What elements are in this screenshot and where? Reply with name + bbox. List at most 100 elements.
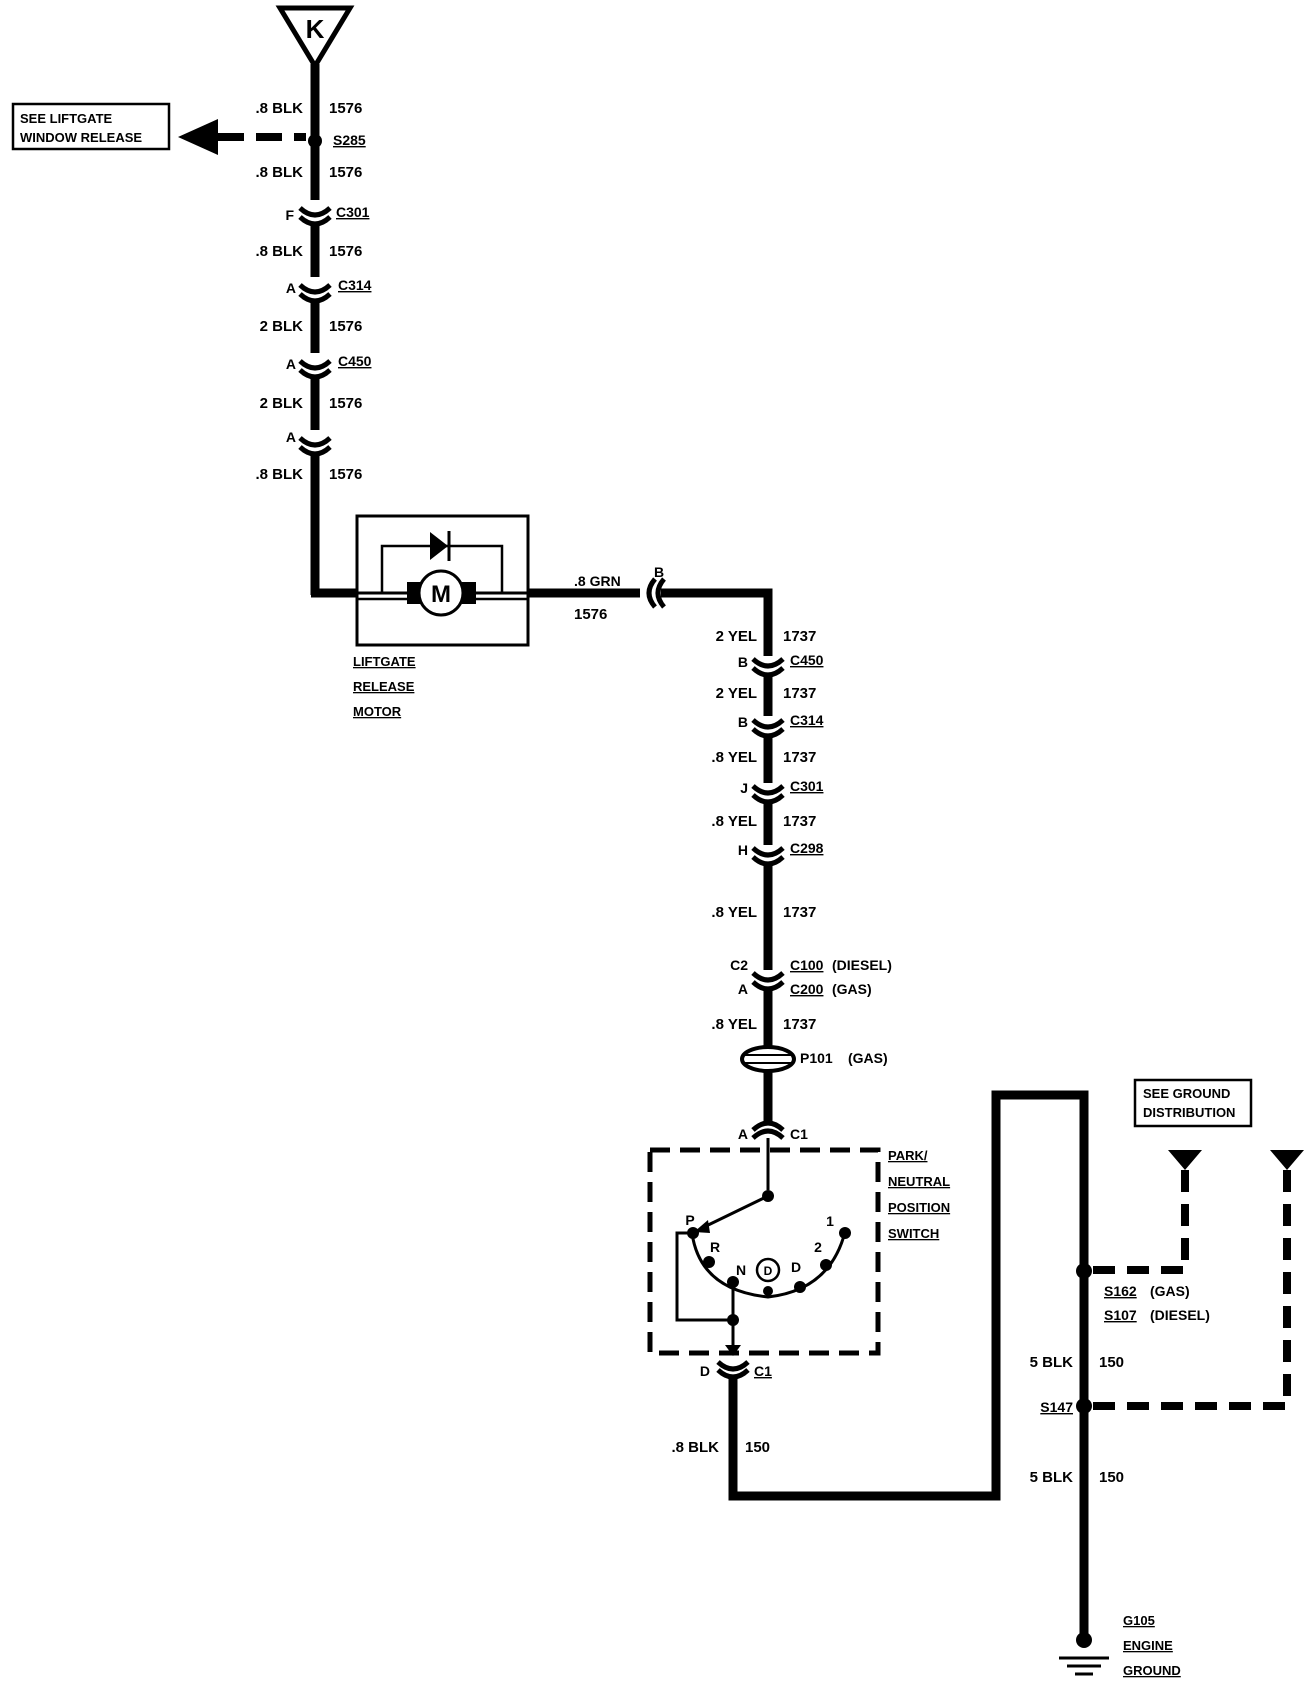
grn-wire-gauge: .8 GRN xyxy=(574,573,621,589)
switch-top-pin: A xyxy=(738,1126,748,1142)
switch-pos-1: 1 xyxy=(826,1213,834,1229)
switch-bottom-connector: C1 xyxy=(754,1363,772,1379)
upper-wire-gauge: .8 BLK xyxy=(255,164,303,181)
connector-pin: A xyxy=(286,429,296,445)
connector-pin: B xyxy=(738,714,748,730)
motor-icon xyxy=(417,569,465,617)
switch-pos-p: P xyxy=(685,1212,694,1228)
switch-bottom-pin: D xyxy=(700,1363,710,1379)
c200-pin: A xyxy=(738,981,748,997)
connector-name: C450 xyxy=(790,652,824,668)
ground-wire-gauge: 5 BLK xyxy=(1030,1354,1074,1371)
upper-blk-wire xyxy=(310,64,358,598)
terminal-k-label: K xyxy=(306,14,325,44)
c200-note: (GAS) xyxy=(832,981,872,997)
g105-line2: ENGINE xyxy=(1123,1638,1173,1653)
upper-wire-gauge: .8 BLK xyxy=(255,100,303,117)
p101-name: P101 xyxy=(800,1050,833,1066)
connector-pin: H xyxy=(738,842,748,858)
terminal-k-symbol: K xyxy=(275,5,355,71)
switch-pos-n: N xyxy=(736,1262,746,1278)
c100-pin: C2 xyxy=(730,957,748,973)
yel-wire-circuit: 1737 xyxy=(783,749,816,766)
liftgate-release-motor: M LIFTGATE RELEASE MOTOR xyxy=(353,514,530,719)
upper-wire-circuit: 1576 xyxy=(329,466,362,483)
s162-name: S162 xyxy=(1104,1283,1137,1299)
grn-wire-pin: B xyxy=(654,564,664,580)
upper-connector-arcs xyxy=(298,206,332,457)
yel-wire-gauge: .8 YEL xyxy=(711,813,757,830)
upper-wire-circuit: 1576 xyxy=(329,100,362,117)
yel-wire-gauge: .8 YEL xyxy=(711,904,757,921)
see-ground-line1: SEE GROUND xyxy=(1143,1086,1230,1101)
connector-pin: A xyxy=(286,356,296,372)
c200-name: C200 xyxy=(790,981,824,997)
yel-wire-gauge: .8 YEL xyxy=(711,749,757,766)
connector-name: C301 xyxy=(336,204,370,220)
see-liftgate-line2: WINDOW RELEASE xyxy=(20,130,142,145)
s107-name: S107 xyxy=(1104,1307,1137,1323)
upper-wire-circuit: 1576 xyxy=(329,395,362,412)
yel-wire-circuit: 1737 xyxy=(783,813,816,830)
switch-contact-1 xyxy=(839,1227,851,1239)
upper-wire-labels: .8 BLK 1576 .8 BLK 1576 F C301 .8 BLK 15… xyxy=(255,100,371,483)
g105-line3: GROUND xyxy=(1123,1663,1181,1678)
ground-labels: S162 (GAS) S107 (DIESEL) 5 BLK 150 S147 … xyxy=(1030,1283,1210,1486)
diode-icon xyxy=(430,532,448,560)
yel-wire-circuit: 1737 xyxy=(783,628,816,645)
yel-wire-circuit: 1737 xyxy=(783,904,816,921)
branch-arrow-icon xyxy=(1270,1150,1304,1170)
branch-arrow-icon xyxy=(1168,1150,1202,1170)
see-liftgate-box: SEE LIFTGATE WINDOW RELEASE xyxy=(11,102,171,151)
lower-blk-wire: .8 BLK 150 xyxy=(671,1090,1089,1640)
switch-contact-d xyxy=(794,1281,806,1293)
switch-pos-r: R xyxy=(710,1239,720,1255)
upper-wire-gauge: .8 BLK xyxy=(255,243,303,260)
motor-symbol: M xyxy=(431,581,451,608)
switch-pos-2: 2 xyxy=(814,1239,822,1255)
grn-wire: .8 GRN 1576 B xyxy=(528,564,773,640)
switch-label-line3: POSITION xyxy=(888,1200,950,1215)
connector-pin: A xyxy=(286,280,296,296)
s147-name: S147 xyxy=(1040,1399,1073,1415)
switch-top-connector: C1 xyxy=(790,1126,808,1142)
s107-note: (DIESEL) xyxy=(1150,1307,1210,1323)
switch-label-line2: NEUTRAL xyxy=(888,1174,950,1189)
switch-contact-2 xyxy=(820,1259,832,1271)
upper-wire-circuit: 1576 xyxy=(329,243,362,260)
switch-od-symbol: D xyxy=(764,1264,773,1278)
connector-pin: F xyxy=(285,207,294,223)
connector-name: C314 xyxy=(790,712,824,728)
motor-label-line2: RELEASE xyxy=(353,679,415,694)
yel-wire-gauge: 2 YEL xyxy=(716,685,757,702)
switch-pos-d: D xyxy=(791,1259,801,1275)
s285-label: S285 xyxy=(333,132,366,148)
ground-g105: G105 ENGINE GROUND xyxy=(1059,1613,1181,1678)
switch-label-line1: PARK/ xyxy=(888,1148,928,1163)
upper-wire-gauge: 2 BLK xyxy=(260,395,304,412)
splice-s147-dot xyxy=(1076,1398,1092,1414)
motor-label-line3: MOTOR xyxy=(353,704,402,719)
switch-label-line4: SWITCH xyxy=(888,1226,939,1241)
g105-name: G105 xyxy=(1123,1613,1155,1628)
connector-name: C314 xyxy=(338,277,372,293)
connector-name: C301 xyxy=(790,778,824,794)
yel-connector-arcs xyxy=(751,657,785,992)
upper-wire-circuit: 1576 xyxy=(329,318,362,335)
yel-wire-labels: 2 YEL 1737 B C450 2 YEL 1737 B C314 .8 Y… xyxy=(711,628,891,1033)
motor-label-line1: LIFTGATE xyxy=(353,654,416,669)
see-ground-box: SEE GROUND DISTRIBUTION xyxy=(1133,1078,1253,1128)
connector-name: C298 xyxy=(790,840,824,856)
connector-name: C450 xyxy=(338,353,372,369)
ground-branches xyxy=(1076,1150,1304,1414)
ground-wire-circuit: 150 xyxy=(1099,1469,1124,1486)
ground-wire-circuit: 150 xyxy=(1099,1354,1124,1371)
splice-s285: S285 xyxy=(178,119,366,155)
grn-wire-circuit: 1576 xyxy=(574,606,607,623)
ground-wire-gauge: 5 BLK xyxy=(1030,1469,1074,1486)
yel-wire-circuit: 1737 xyxy=(783,1016,816,1033)
yel-wire-gauge: 2 YEL xyxy=(716,628,757,645)
switch-contact-r xyxy=(703,1256,715,1268)
p101-grommet: P101 (GAS) xyxy=(740,1045,888,1073)
